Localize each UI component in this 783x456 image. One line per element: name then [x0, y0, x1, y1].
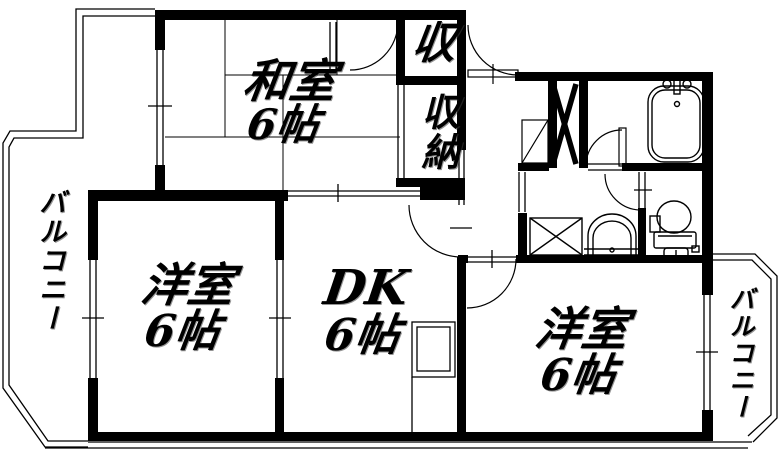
bath-door-leaf	[618, 127, 627, 167]
label-washitsu-size: 6帖	[244, 100, 323, 149]
label-youshitsu-left-name: 洋室	[138, 258, 238, 312]
shoe-cabinet-icon	[521, 119, 549, 164]
pipe-space-icon	[550, 83, 579, 165]
balcony-right-outline	[712, 253, 778, 443]
label-dk-name: DK	[320, 260, 412, 316]
hall-door-arc	[349, 21, 399, 71]
label-washitsu-name: 和室	[240, 54, 340, 108]
doors	[349, 21, 642, 309]
label-balcony-left: バルコニー	[34, 188, 65, 333]
label-closet-upper: 収	[408, 18, 460, 69]
entry-door-arc	[467, 24, 519, 76]
walls	[88, 10, 713, 441]
bathtub-icon	[647, 75, 705, 163]
label-youshitsu-right-size: 6帖	[537, 350, 619, 401]
bedroom-right-door-arc	[466, 258, 517, 309]
washing-machine-pan-icon	[529, 217, 583, 256]
kitchen-counter-icon	[411, 321, 456, 432]
label-youshitsu-left-size: 6帖	[141, 306, 223, 357]
label-closet-lower: 収納	[415, 92, 460, 172]
balcony-left-outline	[2, 8, 752, 449]
label-dk-size: 6帖	[321, 310, 403, 361]
windows	[82, 22, 718, 410]
toilet-door-arc	[604, 173, 642, 211]
dk-door-arc	[408, 204, 462, 258]
toilet-icon	[649, 200, 700, 259]
label-balcony-right: バルコニー	[726, 286, 755, 421]
tatami-grid	[165, 20, 400, 190]
label-youshitsu-right-name: 洋室	[532, 302, 632, 356]
washbasin-icon	[584, 213, 640, 256]
bath-door-arc	[585, 129, 623, 167]
